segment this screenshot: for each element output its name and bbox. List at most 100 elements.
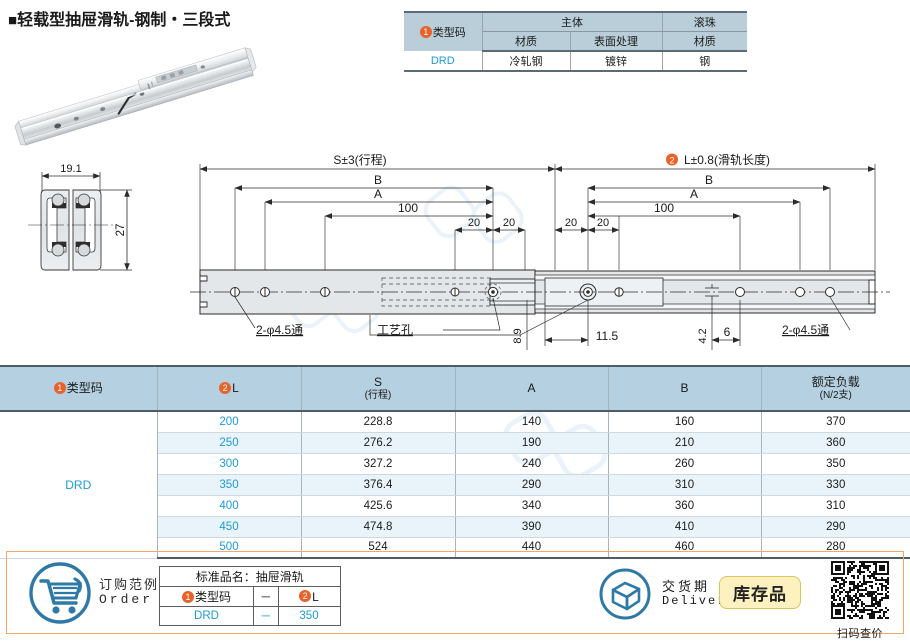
spec-cell-b: 160 [607,411,762,433]
spec-cell-a: 340 [454,495,609,517]
spec-cell-b: 410 [607,516,762,538]
order-dash-header: － [253,586,279,607]
note-hole-right: 2-φ4.5通 [782,323,829,337]
spec-cell-a: 390 [454,516,609,538]
dim-label-20-right-a: 20 [565,217,577,229]
note-hole-left: 2-φ4.5通 [256,323,303,337]
spec-cell-load: 350 [760,453,910,475]
material-header-ball: 滚珠 [661,11,747,32]
spec-cell-s: 376.4 [300,474,456,496]
spec-cell-load: 360 [760,432,910,454]
material-subheader-material: 材质 [481,31,571,52]
spec-cell-a: 440 [454,537,609,559]
dim-label-6: 6 [724,325,731,339]
spec-header-S-sub: (行程) [364,389,392,401]
material-table-row: DRD 冷轧钢 镀锌 钢 [404,51,747,72]
spec-cell-a: 290 [454,474,609,496]
spec-cell-a: 140 [454,411,609,433]
spec-cell-load: 310 [760,495,910,517]
spec-cell-load: 330 [760,474,910,496]
spec-cell-l: 500 [156,537,302,559]
order-standard-name: 标准品名：抽屉滑轨 [159,566,341,587]
spec-cell-l: 200 [156,411,302,433]
spec-header-A: A [454,365,609,412]
svg-text:19.1: 19.1 [60,163,81,175]
spec-cell-b: 310 [607,474,762,496]
spec-type-code-value: DRD [0,411,158,559]
spec-header-L-label: L [232,381,239,395]
spec-header-load: 额定负载 (N/2支) [760,365,910,412]
spec-header-S-label: S [373,374,382,389]
spec-cell-l: 300 [156,453,302,475]
badge-2-icon: 2 [299,590,312,603]
spec-cell-s: 228.8 [300,411,456,433]
order-label-cn: 订购范例 [99,577,160,593]
order-label-en: Order [99,592,154,607]
badge-1-icon: 1 [53,381,66,394]
material-header-body: 主体 [481,11,663,32]
spec-cell-load: 370 [760,411,910,433]
dim-label-A-left: A [374,187,382,201]
dim-label-B-right: B [705,173,713,187]
material-subheader-ball-material: 材质 [661,31,747,52]
svg-text:27: 27 [115,224,127,237]
dim-label-11-5: 11.5 [596,329,619,343]
delivery-block: 交货期 Delivery [599,568,736,620]
dimension-lines [199,164,876,270]
page-title: ■轻载型抽屉滑轨-钢制・三段式 [8,6,230,30]
material-row-ball-material: 钢 [661,51,747,72]
spec-cell-b: 360 [607,495,762,517]
spec-cell-s: 474.8 [300,516,456,538]
spec-cell-l: 250 [156,432,302,454]
dim-label-S: S±3(行程) [333,152,386,167]
material-header-type-code-label: 类型码 [432,27,466,39]
order-example-block: 订购范例 Order [27,562,159,624]
spec-header-load-sub: (N/2支) [819,389,852,401]
spec-cell-l: 450 [156,516,302,538]
cross-section-view: 19.1 27 [28,163,132,271]
qr-code-block: 扫码查价 [831,561,889,641]
order-col-L-label: L [312,589,319,604]
leader-lines [234,296,851,336]
mounting-holes-left [230,283,502,301]
order-value-code: DRD [159,606,254,626]
material-subheader-surface: 表面处理 [569,31,663,52]
qr-code-image[interactable] [831,561,889,619]
badge-1-icon: 1 [181,590,194,603]
spec-cell-l: 400 [156,495,302,517]
order-value-dash: － [253,606,279,626]
spec-header-B: B [607,365,762,412]
svg-text:2: 2 [669,156,674,166]
spec-cell-s: 425.6 [300,495,456,517]
dim-label-4-2: 4.2 [697,328,709,343]
order-col-type-code-label: 类型码 [194,590,231,604]
technical-drawing: 19.1 27 [0,150,910,355]
dim-label-A-right: A [690,187,698,201]
dim-label-L-group: 2 L±0.8(滑轨长度) [666,152,770,167]
spec-cell-s: 524 [300,537,456,559]
dim-label-20-left-a: 20 [468,217,480,229]
spec-cell-l: 350 [156,474,302,496]
badge-2-icon: 2 [219,381,232,394]
dim-label-L: L±0.8(滑轨长度) [684,152,770,167]
spec-cell-b: 260 [607,453,762,475]
dimension-labels: S±3(行程) B A 100 20 20 20 20 100 A B [333,152,713,229]
dim-label-20-right-b: 20 [597,217,609,229]
title-bullet-square: ■ [8,12,18,29]
badge-1-icon: 1 [419,26,432,39]
material-row-body-material: 冷轧钢 [481,51,571,72]
spec-cell-b: 210 [607,432,762,454]
rail-side-view [190,269,890,315]
order-value-L: 350 [277,606,341,626]
spec-cell-a: 190 [454,432,609,454]
